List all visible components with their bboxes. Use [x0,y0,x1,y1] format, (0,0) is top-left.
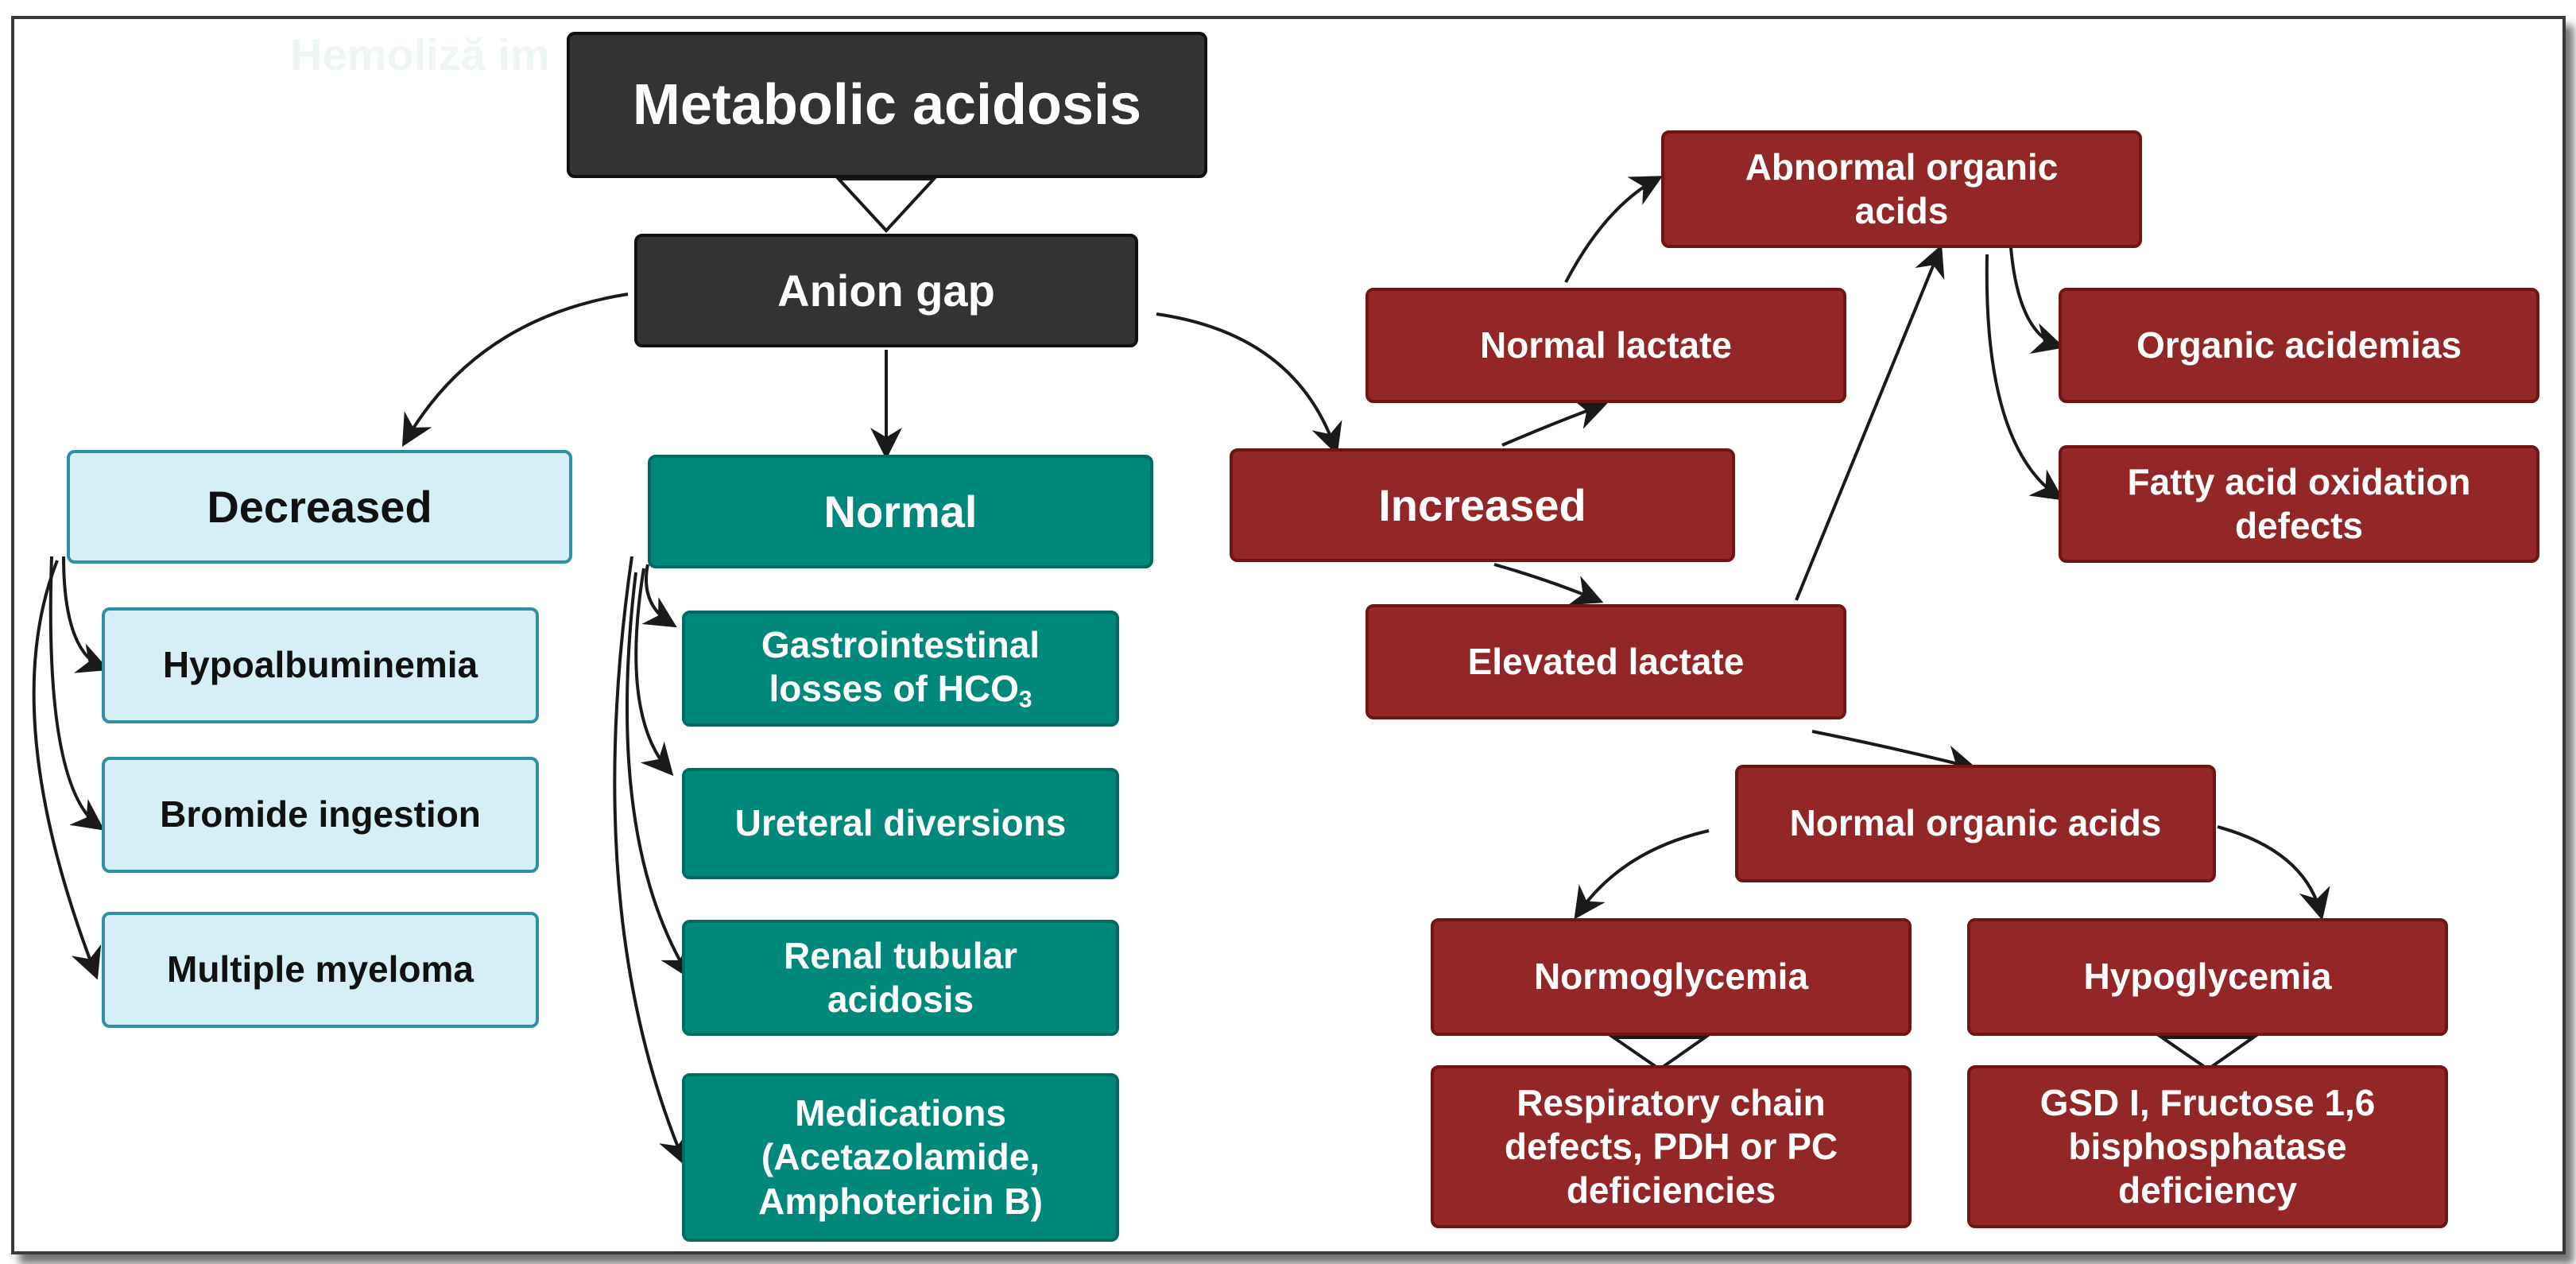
gi-losses-subscript: 3 [1018,686,1032,713]
renal-tubular-acidosis-label: Renal tubular acidosis [784,934,1017,1020]
gi-losses-label: Gastrointestinal losses of HCO3 [761,623,1040,715]
abnormal-organic-acids-box: Abnormal organic acids [1661,130,2142,248]
gi-losses-box: Gastrointestinal losses of HCO3 [682,611,1119,727]
organic-acidemias-box: Organic acidemias [2059,288,2539,403]
gi-losses-text: Gastrointestinal losses of HCO [761,623,1040,709]
normal-label: Normal [823,486,978,537]
metabolic-acidosis-label: Metabolic acidosis [632,72,1142,137]
increased-box: Increased [1230,448,1735,562]
multiple-myeloma-label: Multiple myeloma [167,948,474,991]
metabolic-acidosis-box: Metabolic acidosis [567,32,1207,178]
normoglycemia-box: Normoglycemia [1431,918,1912,1036]
ureteral-diversions-label: Ureteral diversions [734,802,1067,844]
organic-acidemias-label: Organic acidemias [2136,324,2462,366]
normal-lactate-box: Normal lactate [1365,288,1846,403]
elevated-lactate-label: Elevated lactate [1467,640,1745,682]
normal-lactate-label: Normal lactate [1479,324,1732,366]
gsd-fructose-box: GSD I, Fructose 1,6 bisphosphatase defic… [1967,1065,2448,1228]
normal-organic-acids-box: Normal organic acids [1735,765,2216,882]
respiratory-chain-label: Respiratory chain defects, PDH or PC def… [1504,1081,1838,1212]
multiple-myeloma-box: Multiple myeloma [102,912,539,1028]
gsd-fructose-label: GSD I, Fructose 1,6 bisphosphatase defic… [2039,1081,2376,1212]
anion-gap-box: Anion gap [634,234,1138,347]
fatty-acid-oxidation-label: Fatty acid oxidation defects [2127,460,2471,546]
watermark-text: Hemoliză im [290,29,550,79]
anion-gap-label: Anion gap [777,265,995,316]
hypoglycemia-label: Hypoglycemia [2083,956,2332,998]
increased-label: Increased [1378,479,1586,530]
hypoalbuminemia-label: Hypoalbuminemia [162,644,478,686]
normal-organic-acids-label: Normal organic acids [1789,802,2162,844]
ureteral-diversions-box: Ureteral diversions [682,768,1119,879]
decreased-box: Decreased [67,450,572,564]
bromide-ingestion-label: Bromide ingestion [160,793,481,836]
medications-box: Medications (Acetazolamide, Amphotericin… [682,1073,1119,1242]
abnormal-organic-acids-label: Abnormal organic acids [1745,145,2059,231]
normal-box: Normal [648,455,1153,568]
decreased-label: Decreased [207,481,432,532]
hypoglycemia-box: Hypoglycemia [1967,918,2448,1036]
elevated-lactate-box: Elevated lactate [1365,604,1846,719]
hypoalbuminemia-box: Hypoalbuminemia [102,607,539,723]
respiratory-chain-box: Respiratory chain defects, PDH or PC def… [1431,1065,1912,1228]
medications-label: Medications (Acetazolamide, Amphotericin… [758,1092,1043,1222]
fatty-acid-oxidation-box: Fatty acid oxidation defects [2059,445,2539,563]
normoglycemia-label: Normoglycemia [1533,956,1809,998]
bromide-ingestion-box: Bromide ingestion [102,757,539,873]
renal-tubular-acidosis-box: Renal tubular acidosis [682,920,1119,1036]
